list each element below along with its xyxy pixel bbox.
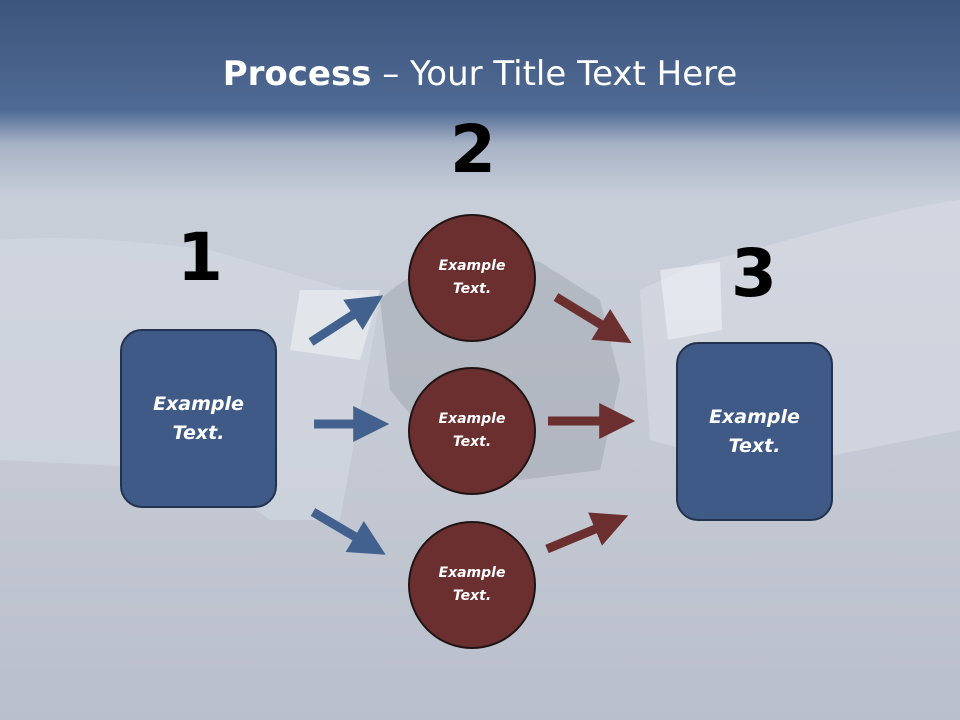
arrow-right-icon-red-up: [545, 512, 629, 554]
middle-circle-bottom-text: Example Text.: [438, 565, 506, 604]
step-number-3: 3: [731, 235, 777, 312]
right-step-box: Example Text.: [676, 342, 833, 521]
title-bold-part: Process: [222, 54, 372, 94]
step-number-2: 2: [450, 111, 496, 188]
middle-circle-center: Example Text.: [408, 367, 536, 495]
middle-circle-center-text: Example Text.: [438, 411, 506, 450]
slide-title: Process – Your Title Text Here: [0, 52, 960, 96]
arrow-right-icon-red-down: [553, 293, 632, 344]
middle-circle-top: Example Text.: [408, 214, 536, 342]
right-step-box-text: Example Text.: [709, 405, 800, 457]
middle-circle-top-text: Example Text.: [438, 258, 506, 297]
step-number-1: 1: [177, 219, 223, 296]
arrow-right-icon-blue-up: [308, 295, 384, 346]
left-step-box-text: Example Text.: [153, 392, 244, 444]
left-step-box: Example Text.: [120, 329, 277, 508]
title-rest: – Your Title Text Here: [371, 54, 738, 94]
middle-circle-bottom: Example Text.: [408, 521, 536, 649]
arrow-right-icon-blue-down: [310, 508, 386, 555]
